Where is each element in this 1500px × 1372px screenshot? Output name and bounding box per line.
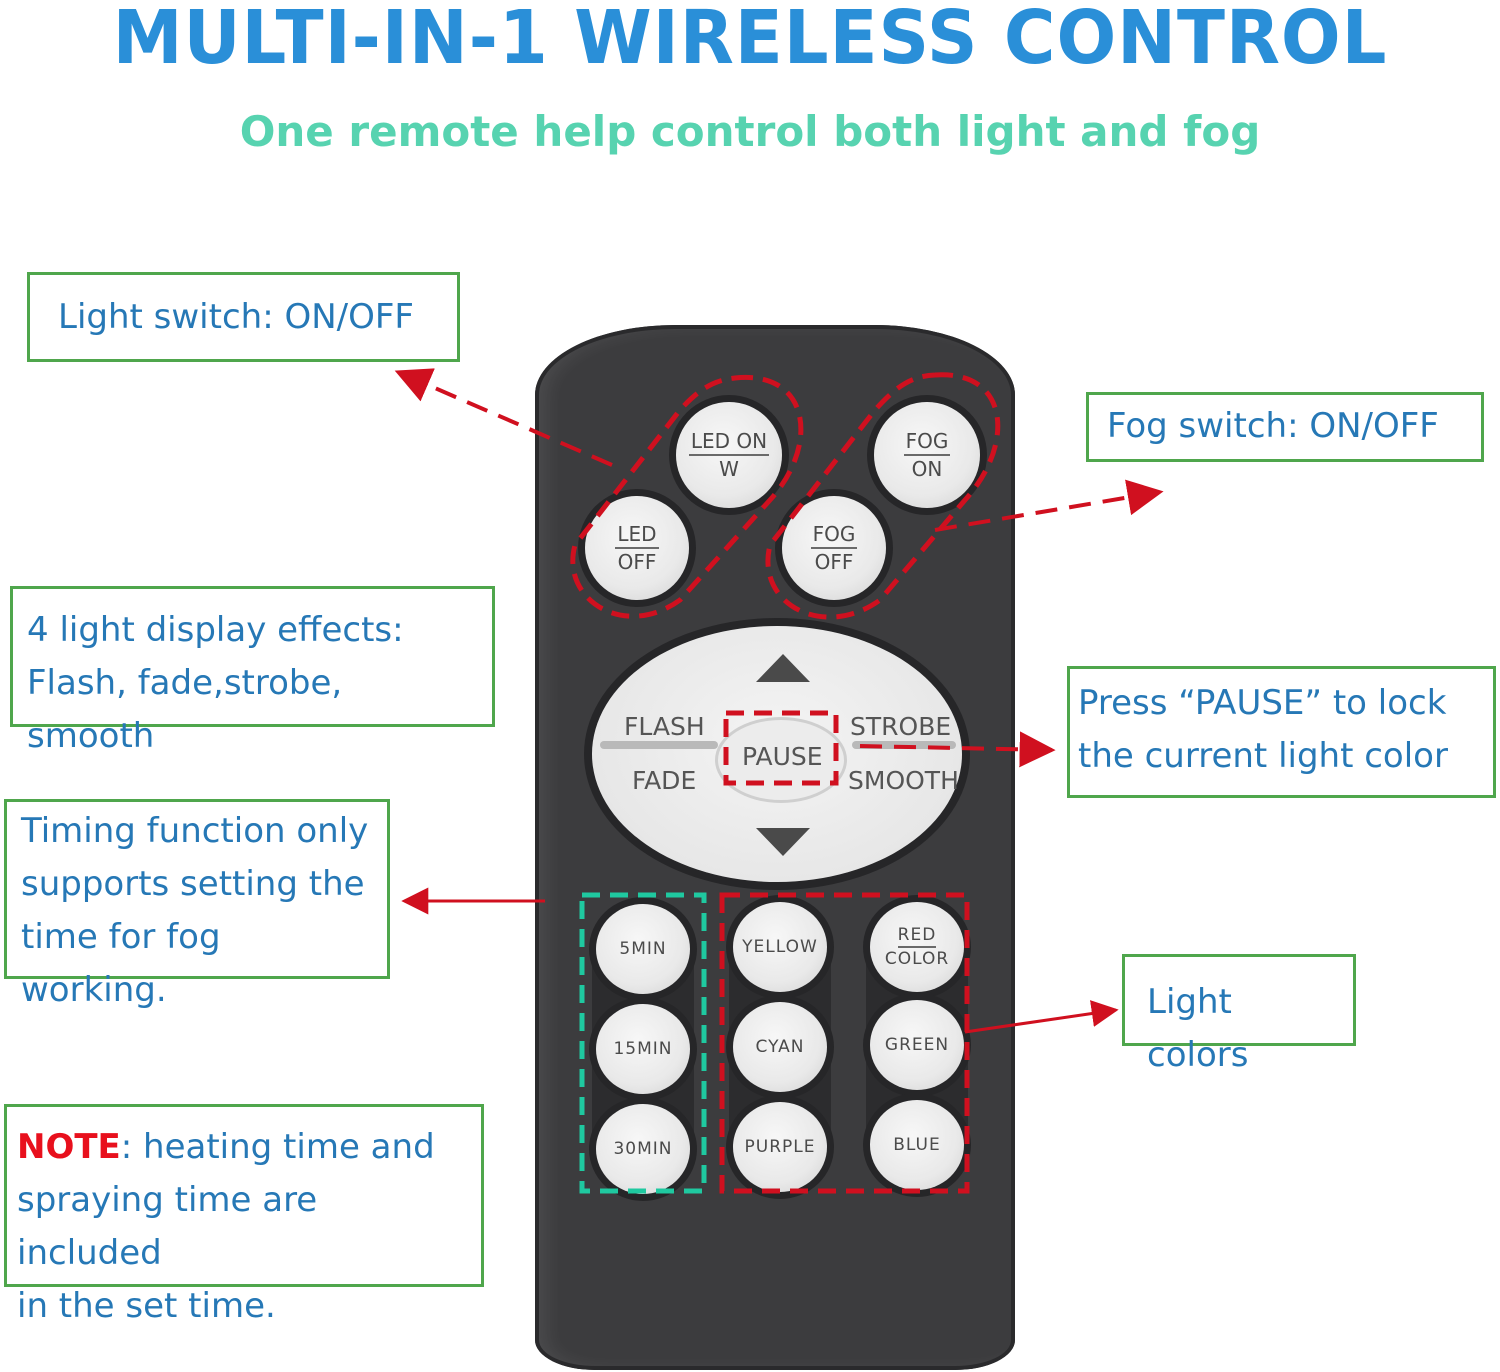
red-color-button[interactable]: RED COLOR: [870, 902, 964, 992]
led-on-top-label: LED ON: [688, 428, 770, 456]
note-callout: NOTE: heating time and spraying time are…: [4, 1104, 484, 1326]
led-off-button[interactable]: LED OFF: [585, 496, 689, 600]
flash-button[interactable]: FLASH: [624, 712, 705, 741]
pause-callout: Press “PAUSE” to lock the current light …: [1067, 666, 1496, 798]
fog-switch-text: Fog switch: ON/OFF: [1107, 406, 1439, 446]
color-label: COLOR: [884, 949, 950, 969]
green-button[interactable]: GREEN: [870, 1000, 964, 1090]
note-line-1: : heating time and: [120, 1127, 435, 1167]
timing-line-1: Timing function only: [21, 811, 369, 851]
pause-button[interactable]: [718, 720, 844, 800]
timer-5min-button[interactable]: 5MIN: [596, 904, 690, 994]
smooth-button[interactable]: SMOOTH: [848, 766, 959, 795]
down-arrow-icon[interactable]: [756, 828, 810, 856]
timing-line-3: time for fog working.: [21, 917, 221, 1010]
effects-line-1: 4 light display effects:: [27, 610, 404, 650]
led-buttons-highlight: [570, 374, 804, 619]
timer-highlight: [579, 892, 707, 1194]
pause-label: PAUSE: [742, 742, 823, 771]
note-label: NOTE: [17, 1127, 121, 1167]
light-switch-text: Light switch: ON/OFF: [58, 297, 414, 337]
pause-arrow: [859, 731, 1056, 768]
cyan-button[interactable]: CYAN: [733, 1002, 827, 1092]
fog-off-button[interactable]: FOG OFF: [782, 496, 886, 600]
led-off-top-label: LED: [615, 521, 659, 549]
fog-switch-arrow: [934, 479, 1164, 532]
timing-line-2: supports setting the: [21, 864, 365, 904]
fog-switch-callout: Fog switch: ON/OFF: [1086, 392, 1484, 462]
fog-off-top-label: FOG: [810, 521, 858, 549]
fog-on-button[interactable]: FOG ON: [874, 402, 980, 508]
fade-button[interactable]: FADE: [632, 766, 697, 795]
fog-buttons-highlight: [765, 372, 1001, 620]
light-switch-arrow: [394, 368, 613, 467]
colors-highlight: [719, 892, 970, 1194]
note-line-3: in the set time.: [17, 1286, 276, 1326]
strobe-button[interactable]: STROBE: [850, 712, 952, 741]
fog-off-bottom-label: OFF: [814, 550, 854, 574]
timer-30min-button[interactable]: 30MIN: [596, 1104, 690, 1194]
light-colors-arrow: [964, 1000, 1119, 1034]
effect-divider-left: [600, 741, 718, 749]
pause-line-2: the current light color: [1078, 736, 1448, 776]
red-label: RED: [897, 924, 937, 948]
page-subtitle: One remote help control both light and f…: [239, 107, 1261, 156]
timing-callout: Timing function only supports setting th…: [4, 799, 390, 1010]
fog-on-bottom-label: ON: [911, 457, 943, 481]
up-arrow-icon[interactable]: [756, 654, 810, 682]
timer-15min-button[interactable]: 15MIN: [596, 1004, 690, 1094]
purple-button[interactable]: PURPLE: [733, 1102, 827, 1192]
effects-callout: 4 light display effects: Flash, fade,str…: [10, 586, 495, 756]
page-title: MULTI-IN-1 WIRELESS CONTROL: [112, 0, 1388, 81]
led-on-button[interactable]: LED ON W: [676, 402, 782, 508]
note-line-2: spraying time are included: [17, 1180, 318, 1273]
fog-on-top-label: FOG: [903, 428, 951, 456]
blue-button[interactable]: BLUE: [870, 1100, 964, 1190]
led-off-bottom-label: OFF: [617, 550, 657, 574]
pause-highlight: [723, 710, 839, 786]
led-on-bottom-label: W: [719, 457, 739, 481]
pause-line-1: Press “PAUSE” to lock: [1078, 683, 1447, 723]
light-switch-callout: Light switch: ON/OFF: [27, 272, 460, 362]
light-colors-callout: Light colors: [1122, 954, 1356, 1075]
effects-line-2: Flash, fade,strobe, smooth: [27, 663, 343, 756]
light-colors-text: Light colors: [1147, 982, 1249, 1075]
yellow-button[interactable]: YELLOW: [733, 902, 827, 992]
